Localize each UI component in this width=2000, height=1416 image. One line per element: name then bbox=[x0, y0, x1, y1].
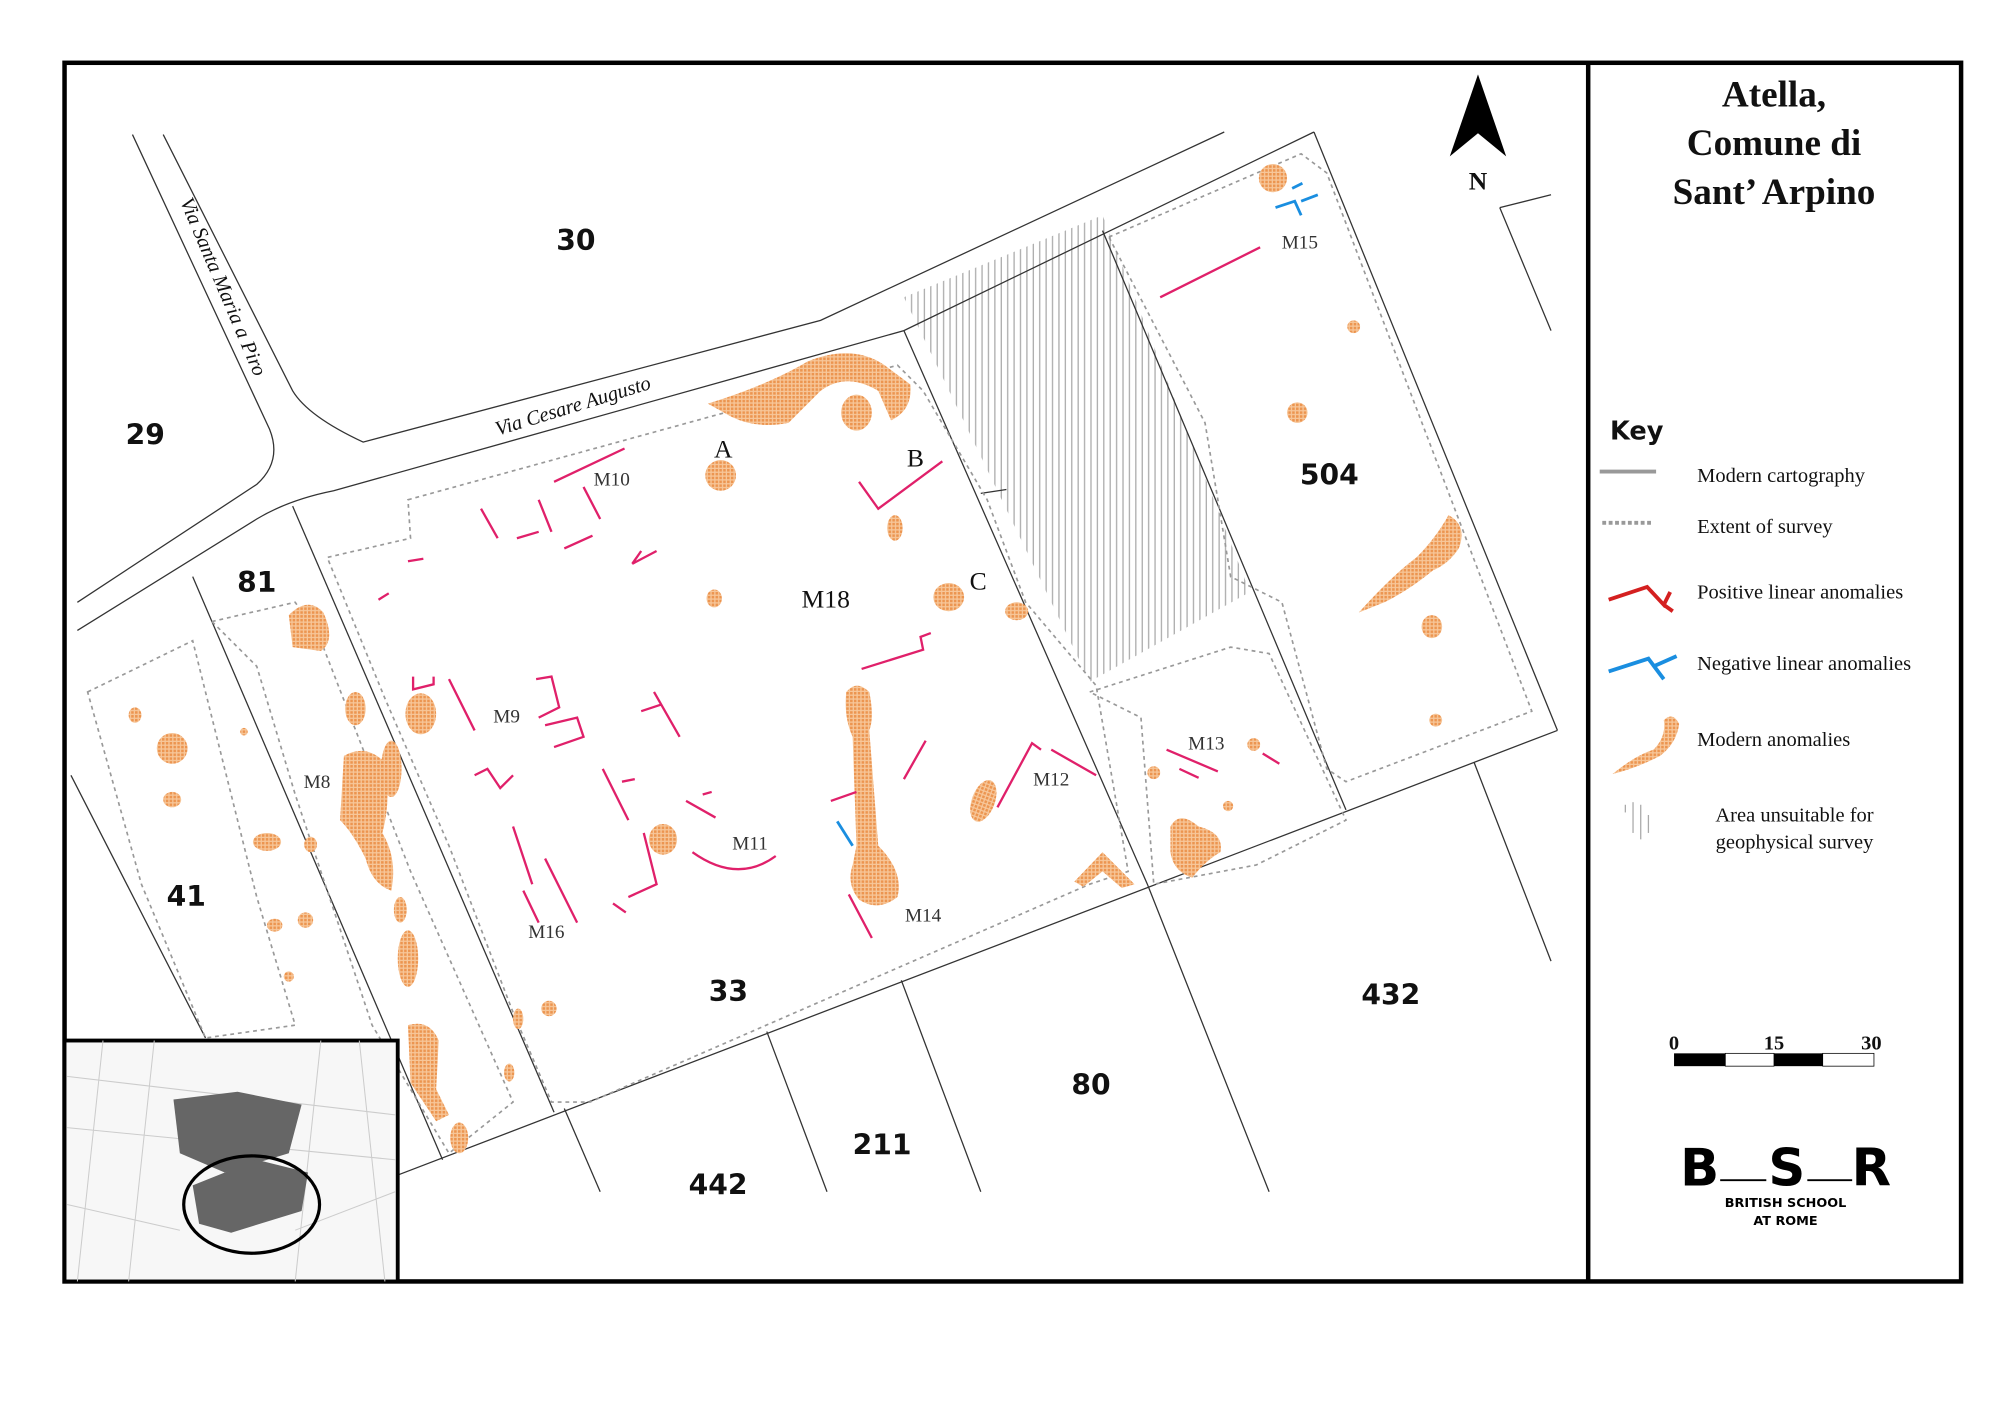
anomaly-label: M10 bbox=[594, 470, 630, 491]
key-label: Modern anomalies bbox=[1697, 729, 1850, 751]
svg-text:R: R bbox=[1852, 1138, 1891, 1198]
parcel-number: 80 bbox=[1071, 1068, 1110, 1101]
key-label: Area unsuitable for bbox=[1715, 804, 1873, 826]
anomaly-label: M16 bbox=[528, 922, 565, 943]
parcel-numbers: 30 29 81 41 33 504 432 80 211 442 bbox=[126, 224, 1421, 1201]
scale-bar: 0 15 30 bbox=[1669, 1033, 1882, 1067]
anomaly-label: B bbox=[907, 443, 924, 472]
map-title-line2: Comune di bbox=[1687, 123, 1861, 164]
positive-linear-anomalies bbox=[377, 246, 1280, 939]
parcel-number: 504 bbox=[1300, 458, 1359, 491]
negative-linear-anomalies bbox=[836, 181, 1319, 847]
anomaly-label: M18 bbox=[802, 584, 850, 613]
anomaly-label: C bbox=[970, 566, 987, 595]
north-label: N bbox=[1469, 167, 1488, 196]
svg-text:B: B bbox=[1680, 1138, 1719, 1198]
logo-line2: AT ROME bbox=[1753, 1214, 1817, 1229]
modern-anomalies bbox=[128, 164, 1462, 1154]
svg-text:S: S bbox=[1768, 1138, 1805, 1198]
anomaly-label: M14 bbox=[905, 905, 942, 926]
legend-panel: Atella, Comune di Sant’ Arpino Key Moder… bbox=[1599, 74, 1911, 1229]
anomaly-label: M11 bbox=[732, 834, 768, 855]
anomaly-label: M12 bbox=[1033, 770, 1069, 791]
scale-tick: 30 bbox=[1861, 1033, 1882, 1055]
parcel-number: 29 bbox=[126, 419, 165, 452]
modern-anomaly-icon bbox=[1612, 716, 1680, 774]
logo-line1: BRITISH SCHOOL bbox=[1725, 1196, 1846, 1211]
parcel-number: 81 bbox=[237, 566, 276, 599]
positive-anomaly-icon bbox=[1608, 584, 1674, 613]
inset-locator-map bbox=[62, 1038, 400, 1284]
parcel-number: 33 bbox=[709, 975, 748, 1008]
key-label: Positive linear anomalies bbox=[1697, 581, 1903, 603]
parcel-number: 442 bbox=[689, 1168, 748, 1201]
key-heading: Key bbox=[1610, 417, 1664, 447]
parcel-number: 211 bbox=[853, 1129, 912, 1162]
key-label: Modern cartography bbox=[1697, 465, 1866, 487]
scale-tick: 0 bbox=[1669, 1033, 1679, 1055]
parcel-number: 30 bbox=[556, 224, 595, 257]
parcel-number: 432 bbox=[1361, 979, 1420, 1012]
key-label: geophysical survey bbox=[1716, 831, 1874, 853]
unsuitable-area-icon bbox=[1624, 802, 1650, 840]
map-title-line3: Sant’ Arpino bbox=[1673, 172, 1876, 213]
parcel-number: 41 bbox=[167, 880, 206, 913]
anomaly-label: M13 bbox=[1188, 734, 1224, 755]
negative-anomaly-icon bbox=[1608, 654, 1678, 681]
north-arrow-icon: N bbox=[1449, 74, 1507, 196]
key-label: Extent of survey bbox=[1697, 516, 1833, 538]
anomaly-labels: A B C M18 M10 M9 M8 M11 M12 M13 M14 M15 … bbox=[304, 233, 1318, 943]
key-label: Negative linear anomalies bbox=[1697, 653, 1911, 675]
anomaly-label: M8 bbox=[304, 772, 331, 793]
scale-tick: 15 bbox=[1764, 1033, 1785, 1055]
unsuitable-area bbox=[903, 215, 1250, 682]
anomaly-label: A bbox=[714, 434, 733, 463]
bsr-logo: B S R BRITISH SCHOOL AT ROME bbox=[1680, 1138, 1891, 1229]
anomaly-label: M15 bbox=[1282, 233, 1318, 254]
map-title-line1: Atella, bbox=[1722, 74, 1826, 115]
anomaly-label: M9 bbox=[493, 707, 520, 728]
